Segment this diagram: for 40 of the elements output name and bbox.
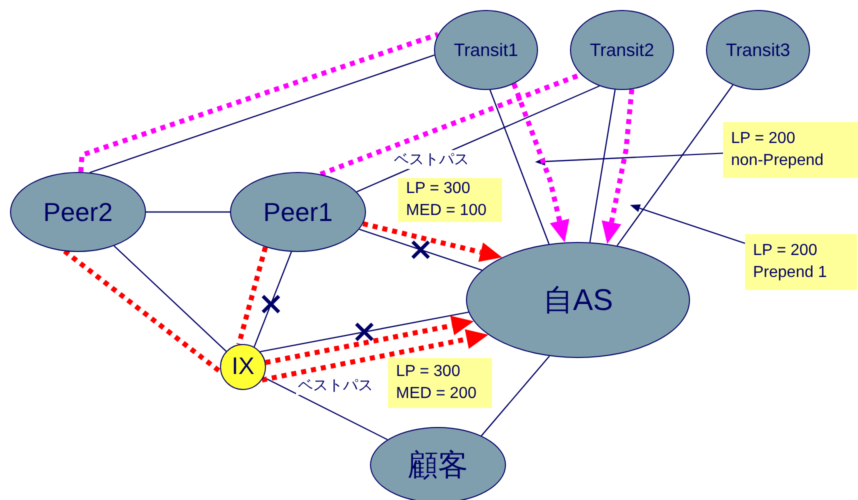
leader-arrow xyxy=(630,204,746,244)
leader-arrow xyxy=(535,152,724,166)
link-line xyxy=(480,356,550,436)
note-text: LP = 200 xyxy=(731,129,796,150)
network-ellipse: 自AS xyxy=(466,242,690,358)
network-ellipse: 顧客 xyxy=(370,427,506,500)
blocked-link xyxy=(359,228,482,271)
route-arrow xyxy=(602,89,634,244)
network-ellipse: Transit2 xyxy=(570,10,674,90)
blocked-link xyxy=(260,312,469,352)
route-arrow xyxy=(512,82,570,242)
link-line xyxy=(489,90,550,244)
note-text: LP = 300 xyxy=(406,179,470,200)
link-line xyxy=(90,54,435,174)
note-box xyxy=(745,234,857,290)
link-line xyxy=(616,84,734,246)
note-box xyxy=(388,358,492,408)
note-text: MED = 100 xyxy=(406,201,486,221)
note-text: non-Prepend xyxy=(731,151,824,171)
note-text: LP = 300 xyxy=(396,362,460,382)
network-ellipse: Peer2 xyxy=(10,172,146,252)
route-line xyxy=(78,32,439,172)
route-line xyxy=(236,246,268,346)
route-arrow xyxy=(265,316,474,365)
network-ellipse: Transit3 xyxy=(706,10,810,90)
network-ellipse: Transit1 xyxy=(434,10,538,90)
route-arrow xyxy=(362,221,502,262)
network-ellipse: Peer1 xyxy=(230,172,366,252)
exchange-circle: IX xyxy=(220,344,266,390)
note-box xyxy=(723,122,858,178)
note-text: Prepend 1 xyxy=(753,263,827,283)
note-text: MED = 200 xyxy=(396,384,476,404)
link-line xyxy=(589,90,616,242)
blocked-link xyxy=(254,252,292,348)
link-line xyxy=(146,211,230,213)
note-text: LP = 200 xyxy=(753,241,818,262)
route-arrow xyxy=(262,329,488,382)
link-line xyxy=(114,245,227,352)
note-box xyxy=(398,178,502,222)
route-line xyxy=(63,249,222,374)
